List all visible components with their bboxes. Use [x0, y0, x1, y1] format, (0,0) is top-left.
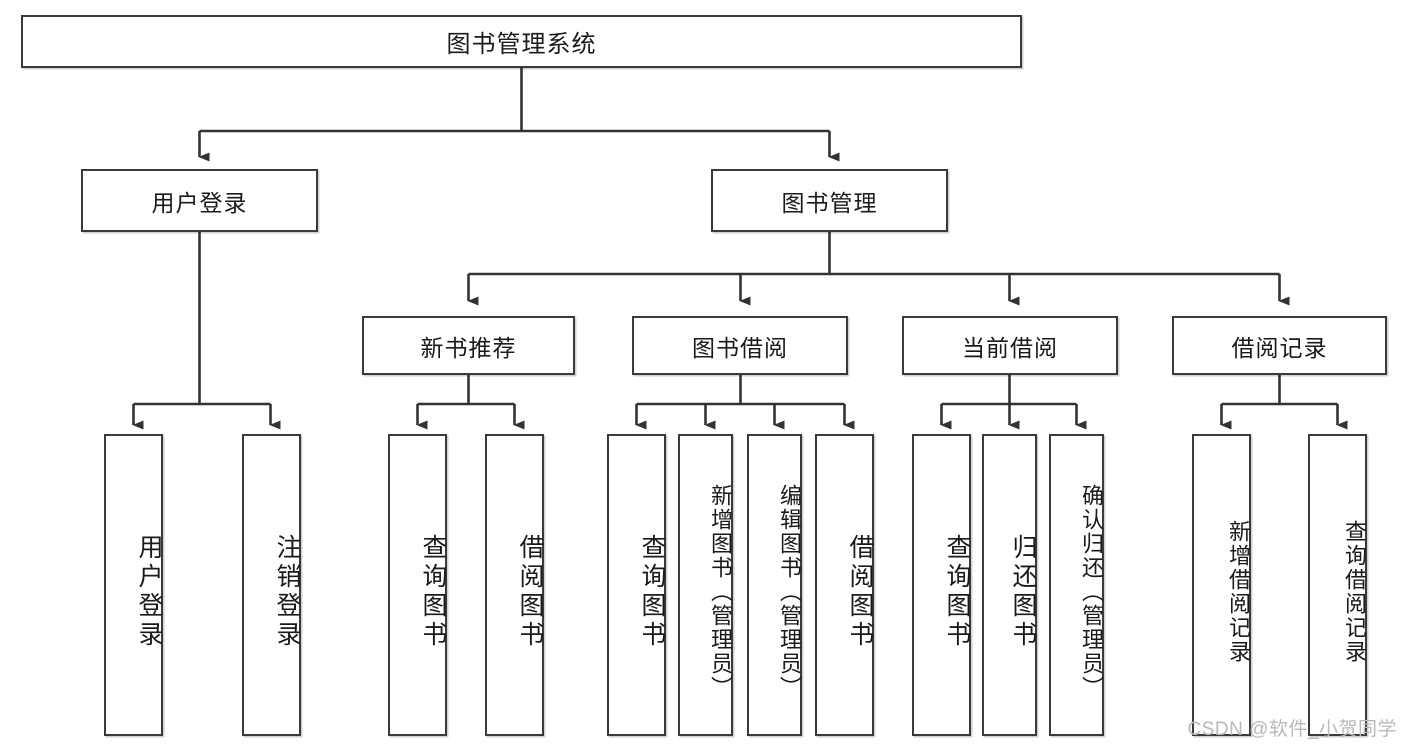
- node-borrow-record[interactable]: 借阅记录: [1172, 316, 1387, 375]
- node-root[interactable]: 图书管理系统: [21, 15, 1022, 68]
- leaf-add-book-admin[interactable]: 新增图书（管理员）: [678, 434, 733, 736]
- watermark-text: CSDN @软件_小贺同学: [1187, 719, 1397, 740]
- leaf-return-book[interactable]: 归还图书: [982, 434, 1037, 736]
- leaf-query-book-recommend[interactable]: 查询图书: [388, 434, 447, 736]
- leaf-logout[interactable]: 注销登录: [242, 434, 301, 736]
- leaf-user-login[interactable]: 用户登录: [104, 434, 163, 736]
- node-book-borrow[interactable]: 图书借阅: [632, 316, 848, 375]
- node-book-management[interactable]: 图书管理: [711, 169, 948, 232]
- leaf-edit-book-admin[interactable]: 编辑图书（管理员）: [747, 434, 802, 736]
- node-new-book-recommend[interactable]: 新书推荐: [362, 316, 575, 375]
- leaf-add-borrow-record[interactable]: 新增借阅记录: [1192, 434, 1251, 736]
- leaf-borrow-book-borrow[interactable]: 借阅图书: [815, 434, 874, 736]
- node-user-login[interactable]: 用户登录: [81, 169, 318, 232]
- leaf-query-book-current[interactable]: 查询图书: [912, 434, 971, 736]
- node-current-borrow[interactable]: 当前借阅: [902, 316, 1118, 375]
- leaf-confirm-return-admin[interactable]: 确认归还（管理员）: [1049, 434, 1104, 736]
- leaf-query-book-borrow[interactable]: 查询图书: [607, 434, 666, 736]
- leaf-query-borrow-record[interactable]: 查询借阅记录: [1308, 434, 1367, 736]
- leaf-borrow-book-recommend[interactable]: 借阅图书: [485, 434, 544, 736]
